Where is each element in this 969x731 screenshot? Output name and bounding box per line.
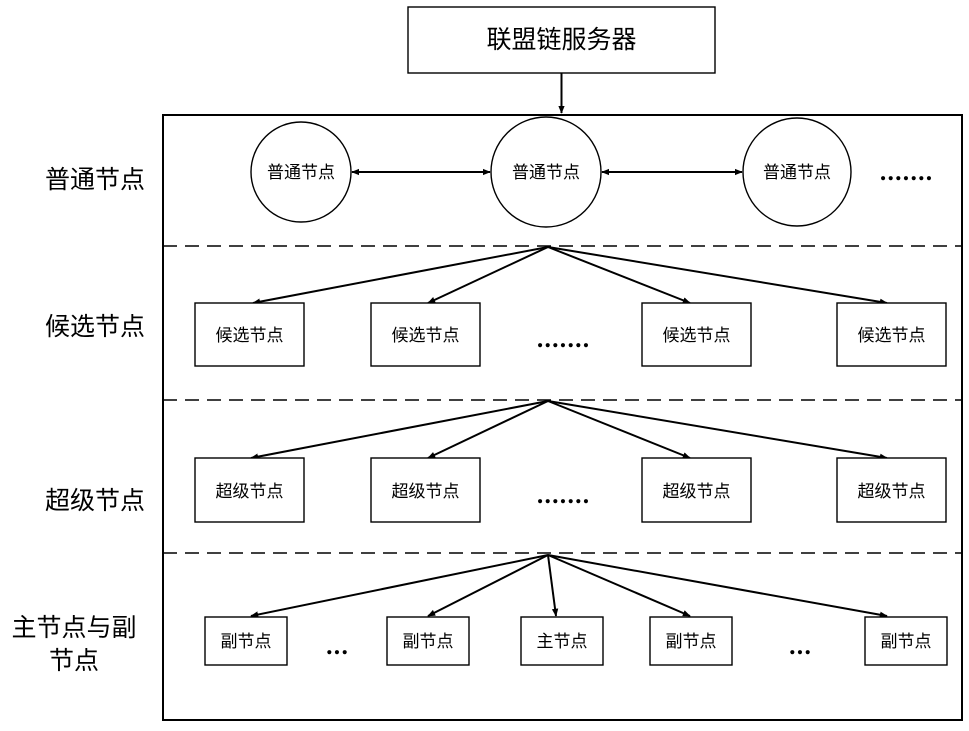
super-node: 超级节点 [837, 458, 946, 522]
super-ellipsis: ....... [536, 483, 590, 509]
main-node: 主节点 [521, 617, 603, 665]
super-arrow [548, 401, 887, 458]
super-node: 超级节点 [371, 458, 480, 522]
bottom-arrow [548, 555, 690, 616]
ordinary-node-label: 普通节点 [267, 163, 335, 183]
main-node-label: 主节点 [537, 632, 588, 652]
sub-node-label: 副节点 [403, 632, 454, 652]
bottom-arrow [251, 555, 548, 616]
super-arrow [251, 401, 548, 458]
ordinary-ellipsis: ....... [879, 160, 933, 186]
candidate-arrow [253, 247, 548, 303]
layer-label-candidate: 候选节点 [45, 312, 145, 341]
bottom-arrow [548, 555, 556, 616]
candidate-arrow [428, 247, 548, 303]
bottom-arrow [548, 555, 887, 616]
candidate-node-label: 候选节点 [216, 326, 284, 346]
ordinary-node: 普通节点 [491, 117, 601, 227]
candidate-node: 候选节点 [837, 303, 946, 366]
super-node: 超级节点 [642, 458, 751, 522]
ordinary-node: 普通节点 [743, 118, 851, 226]
layer-label-ordinary: 普通节点 [45, 165, 145, 194]
sub-node: 副节点 [650, 617, 732, 665]
server-label: 联盟链服务器 [486, 25, 636, 54]
bottom-ellipsis: ... [326, 634, 349, 660]
sub-node-label: 副节点 [881, 632, 932, 652]
layer-label-main-sub-line1: 主节点与副 [11, 613, 136, 642]
sub-node: 副节点 [205, 617, 287, 665]
bottom-arrow [428, 555, 548, 616]
layer-label-main-sub-line2: 节点 [49, 646, 99, 675]
sub-node: 副节点 [387, 617, 469, 665]
candidate-arrow [548, 247, 887, 303]
server-node: 联盟链服务器 [408, 7, 715, 73]
candidate-node: 候选节点 [642, 303, 751, 366]
candidate-node: 候选节点 [371, 303, 480, 366]
ordinary-node-label: 普通节点 [763, 163, 831, 183]
sub-node-label: 副节点 [221, 632, 272, 652]
super-node-label: 超级节点 [392, 482, 460, 502]
sub-node-label: 副节点 [666, 632, 717, 652]
super-node: 超级节点 [195, 458, 304, 522]
candidate-node-label: 候选节点 [663, 326, 731, 346]
super-arrow [548, 401, 690, 458]
ordinary-node: 普通节点 [251, 122, 351, 222]
super-node-label: 超级节点 [858, 482, 926, 502]
super-node-label: 超级节点 [216, 482, 284, 502]
sub-node: 副节点 [865, 617, 947, 665]
super-node-label: 超级节点 [663, 482, 731, 502]
candidate-ellipsis: ....... [536, 327, 590, 353]
super-arrow [428, 401, 548, 458]
candidate-node-label: 候选节点 [858, 326, 926, 346]
candidate-node-label: 候选节点 [392, 326, 460, 346]
layer-label-super: 超级节点 [45, 486, 145, 515]
ordinary-node-label: 普通节点 [512, 163, 580, 183]
candidate-node: 候选节点 [195, 303, 304, 366]
candidate-arrow [548, 247, 690, 303]
bottom-ellipsis: ... [789, 634, 812, 660]
